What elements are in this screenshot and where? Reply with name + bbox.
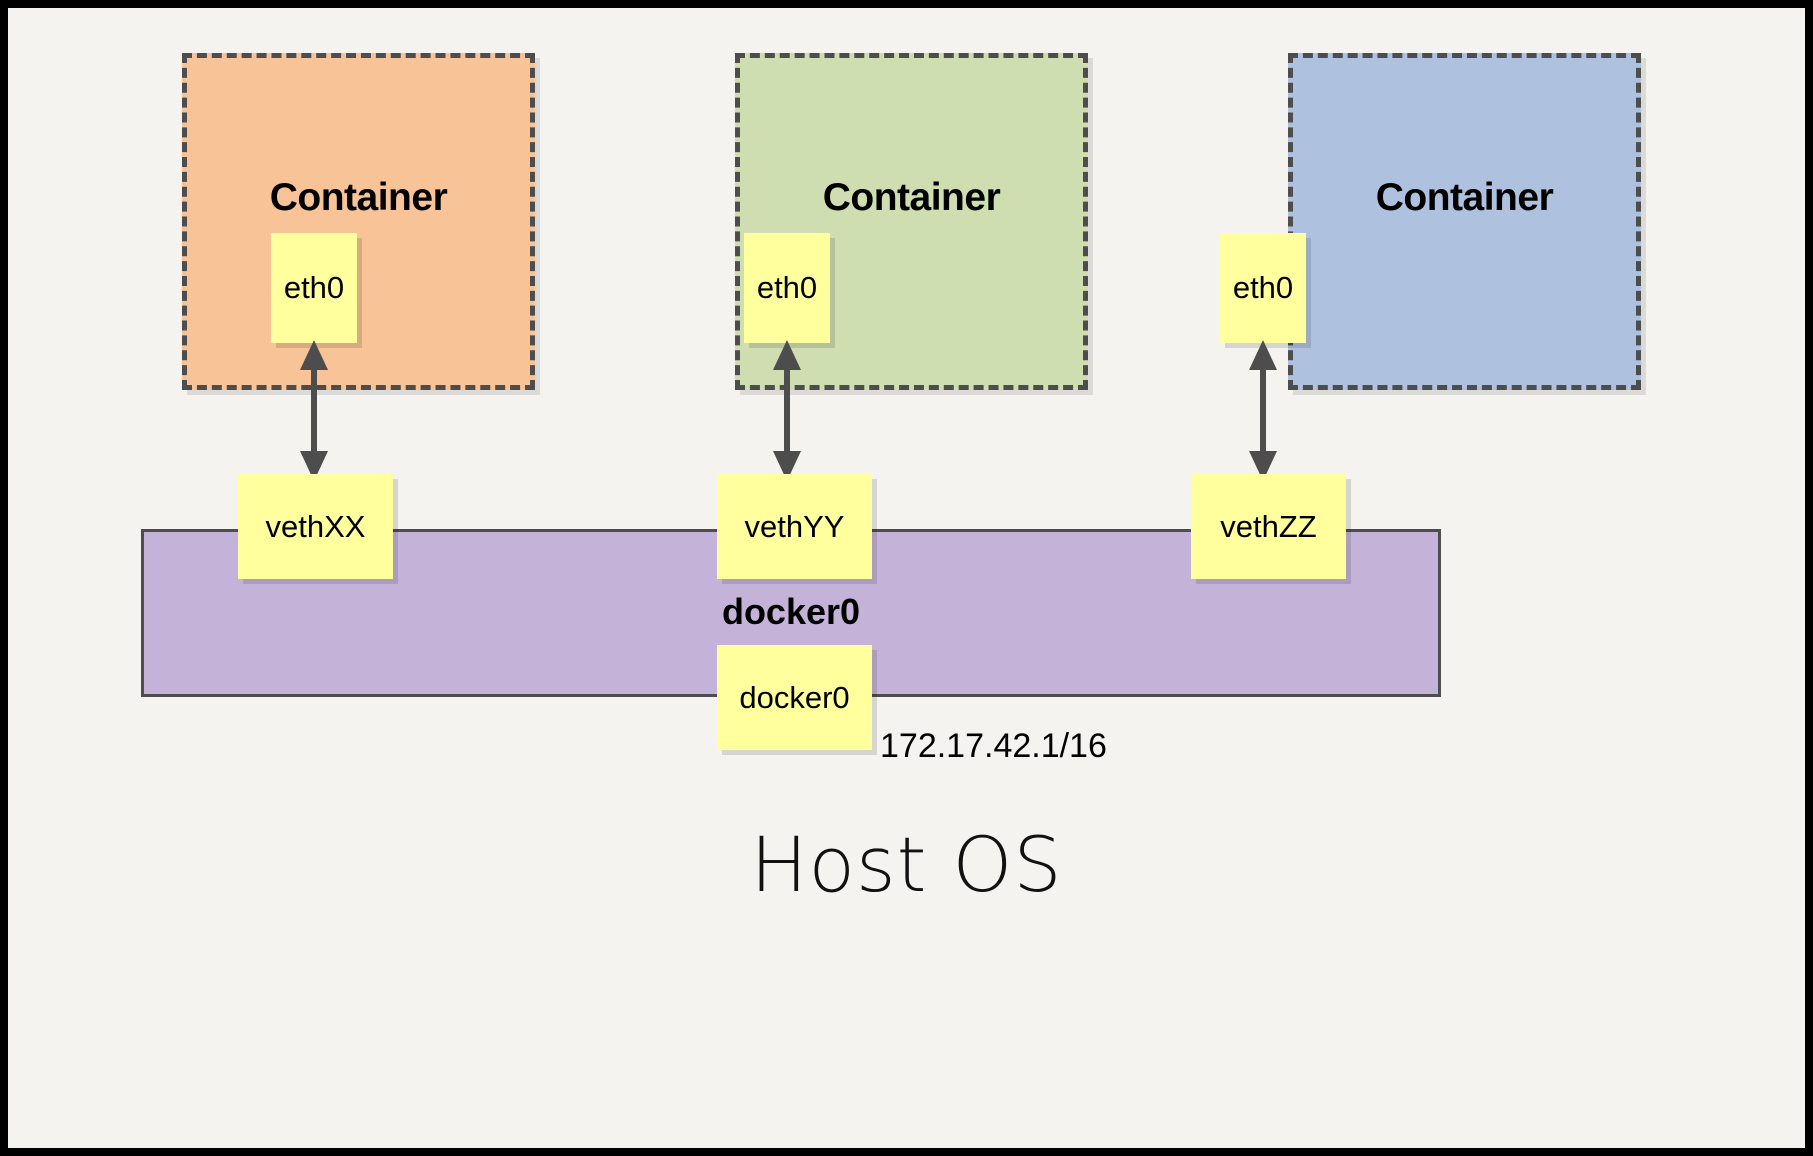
eth0-box-2: eth0 bbox=[744, 233, 830, 343]
eth0-box-1: eth0 bbox=[271, 233, 357, 343]
veth-box-1: vethXX bbox=[238, 474, 393, 579]
docker0-interface-box: docker0 bbox=[717, 645, 872, 750]
double-arrow-icon-2 bbox=[773, 340, 801, 481]
eth0-box-3: eth0 bbox=[1220, 233, 1306, 343]
container-title-2: Container bbox=[822, 176, 1001, 219]
double-arrow-icon-1 bbox=[300, 340, 328, 481]
veth-box-3: vethZZ bbox=[1191, 474, 1346, 579]
veth-box-2: vethYY bbox=[717, 474, 872, 579]
container-title-3: Container bbox=[1375, 176, 1554, 219]
container-box-1: Container bbox=[182, 53, 535, 390]
host-os-label: Host OS bbox=[750, 820, 1063, 909]
diagram-canvas: Container Container Container eth0 eth0 … bbox=[8, 8, 1805, 1148]
docker0-ip-address: 172.17.42.1/16 bbox=[880, 727, 1107, 765]
double-arrow-icon-3 bbox=[1249, 340, 1277, 481]
container-title-1: Container bbox=[269, 176, 448, 219]
container-box-3: Container bbox=[1288, 53, 1641, 390]
